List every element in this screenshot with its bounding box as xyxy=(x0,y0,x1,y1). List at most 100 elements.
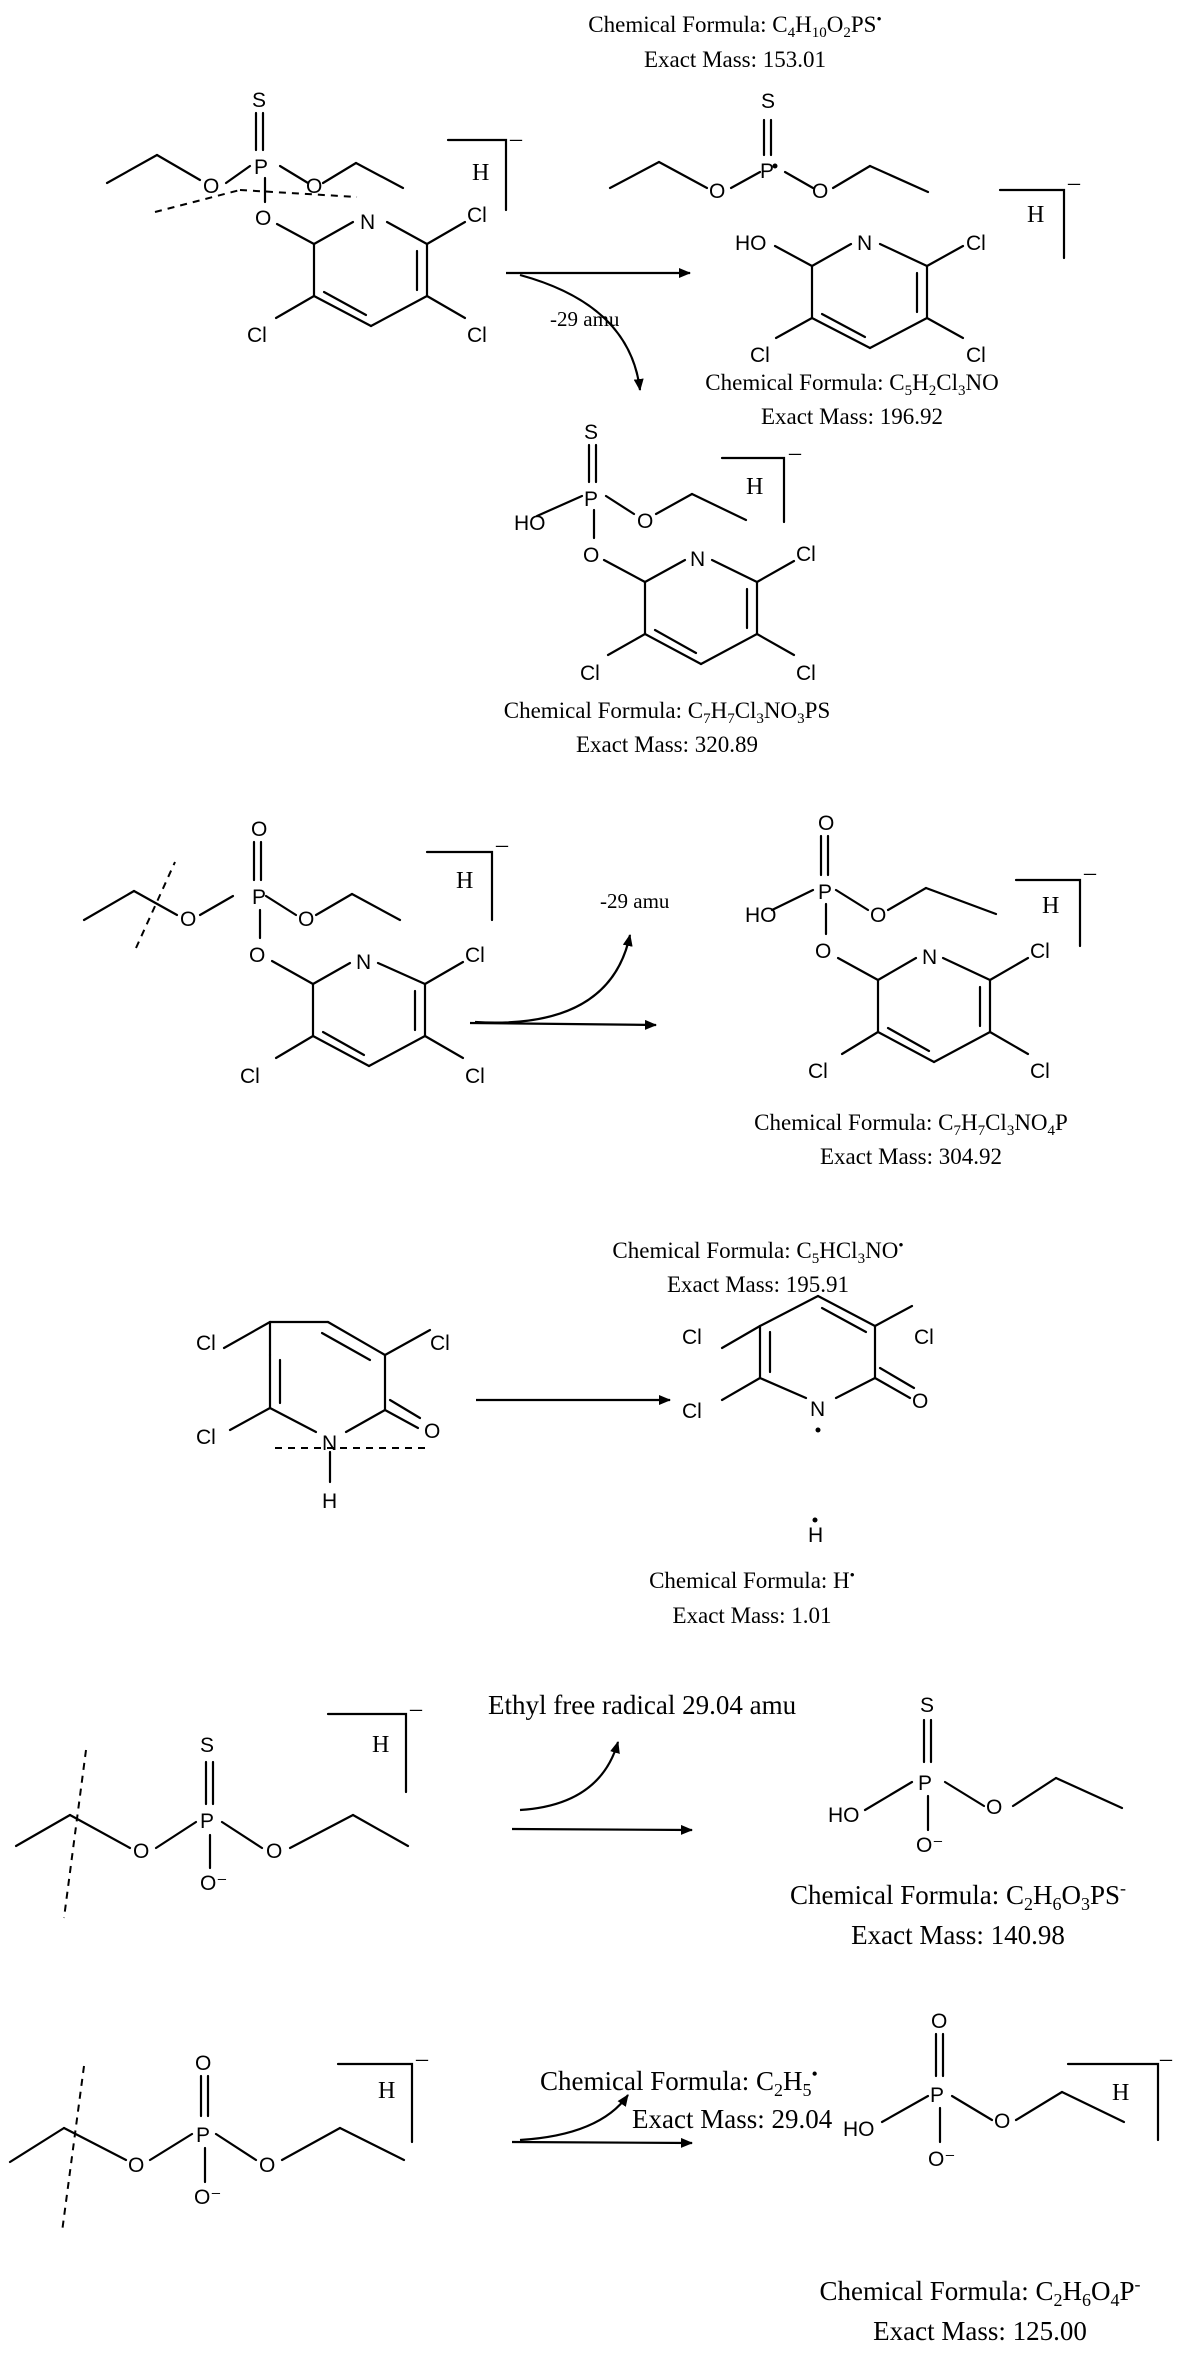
loss-mass: Exact Mass: 29.04 xyxy=(632,2104,833,2134)
atom-label: Cl xyxy=(465,1065,485,1088)
scheme-3: Chemical Formula: C5HCl3NO• Exact Mass: … xyxy=(196,1238,934,1628)
atom-label: O xyxy=(812,180,828,203)
loss-arrow xyxy=(519,2094,629,2142)
atom-label: Cl xyxy=(750,344,770,367)
atom-label: P xyxy=(196,2124,210,2147)
atom-label: Cl xyxy=(966,344,986,367)
atom-label: O xyxy=(195,2052,211,2075)
atom-label: Cl xyxy=(1030,940,1050,963)
atom-label: HO xyxy=(745,904,777,927)
scheme-1: Chemical Formula: C4H10O2PS• Exact Mass:… xyxy=(105,12,1081,757)
pyridinone-molecule: Cl Cl Cl N O H xyxy=(196,1320,450,1513)
product-mass: Exact Mass: 320.89 xyxy=(576,732,758,757)
atom-label: O xyxy=(203,175,219,198)
atom-label: N xyxy=(360,211,375,234)
svg-text:H: H xyxy=(378,2078,395,2104)
fragment-formula: Chemical Formula: C4H10O2PS• xyxy=(588,12,881,41)
atom-label: Cl xyxy=(808,1060,828,1083)
product-mass: Exact Mass: 125.00 xyxy=(873,2316,1087,2346)
svg-text:H: H xyxy=(1042,893,1059,919)
chlorpyrifos-molecule: S P O O O N Cl Cl Cl xyxy=(105,89,487,347)
diethyl-thiophosphate-anion: S P O O O⁻ xyxy=(14,1734,410,1919)
atom-label: O xyxy=(133,1840,149,1863)
pyridinol-formula: Chemical Formula: C5H2Cl3NO xyxy=(705,370,998,399)
atom-label: S xyxy=(584,421,598,444)
svg-text:–: – xyxy=(415,2046,429,2072)
atom-label: H xyxy=(322,1490,337,1513)
atom-label: S xyxy=(920,1694,934,1717)
desethyl-oxon-molecule: O P HO O O N Cl Cl Cl xyxy=(745,812,1050,1083)
svg-text:H: H xyxy=(456,868,473,894)
atom-label: P xyxy=(254,156,268,179)
atom-label: Cl xyxy=(467,324,487,347)
atom-label: Cl xyxy=(430,1332,450,1355)
atom-label: Cl xyxy=(966,232,986,255)
fragment-formula: Chemical Formula: C5HCl3NO• xyxy=(612,1238,903,1267)
loss-arrow xyxy=(519,1741,620,1812)
product-mass: Exact Mass: 304.92 xyxy=(820,1144,1002,1169)
atom-label: Cl xyxy=(196,1332,216,1355)
atom-label: Cl xyxy=(580,662,600,685)
atom-label: O⁻ xyxy=(916,1834,943,1857)
anion-bracket: H – xyxy=(1014,860,1097,948)
atom-label: HO xyxy=(828,1804,860,1827)
atom-label: N xyxy=(690,548,705,571)
atom-label: O xyxy=(994,2110,1010,2133)
trichloropyridinol-molecule: HO N Cl Cl Cl xyxy=(735,232,986,367)
atom-label: N xyxy=(322,1432,337,1455)
atom-label: P xyxy=(818,881,832,904)
atom-label: O xyxy=(251,818,267,841)
atom-label: O xyxy=(424,1420,440,1443)
anion-bracket: H – xyxy=(425,832,509,922)
atom-label: Cl xyxy=(914,1326,934,1349)
atom-label: O xyxy=(815,940,831,963)
atom-label: S xyxy=(761,90,775,113)
h-formula: Chemical Formula: H• xyxy=(649,1568,855,1593)
diethyl-phosphate-anion: O P O O O⁻ xyxy=(8,2052,406,2233)
atom-label: HO xyxy=(514,512,546,535)
atom-label: O xyxy=(912,1390,928,1413)
svg-text:–: – xyxy=(509,126,523,152)
svg-text:–: – xyxy=(1083,860,1097,886)
atom-label: Cl xyxy=(1030,1060,1050,1083)
scheme-4: S P O O O⁻ H – Ethyl free radical 29.04 … xyxy=(14,1690,1126,1950)
atom-label: O⁻ xyxy=(928,2148,955,2171)
atom-label: Cl xyxy=(247,324,267,347)
atom-label: O xyxy=(306,175,322,198)
atom-label: Cl xyxy=(796,662,816,685)
svg-text:H: H xyxy=(1112,2080,1129,2106)
fragment-mass: Exact Mass: 195.91 xyxy=(667,1272,849,1297)
atom-label: O xyxy=(259,2154,275,2177)
atom-label: O xyxy=(249,944,265,967)
loss-arrow xyxy=(474,934,633,1024)
atom-label: O xyxy=(818,812,834,835)
atom-label: O xyxy=(931,2010,947,2033)
atom-label: P xyxy=(918,1772,932,1795)
atom-label: O⁻ xyxy=(200,1872,227,1895)
atom-label: S xyxy=(252,89,266,112)
atom-label: Cl xyxy=(467,204,487,227)
product-formula: Chemical Formula: C2H6O4P- xyxy=(819,2274,1140,2310)
svg-text:H: H xyxy=(746,474,763,500)
loss-label: -29 amu xyxy=(550,307,620,331)
loss-label: -29 amu xyxy=(600,889,670,913)
product-formula: Chemical Formula: C2H6O3PS- xyxy=(790,1878,1126,1914)
anion-bracket: H – xyxy=(336,2046,429,2144)
atom-label: O⁻ xyxy=(194,2186,221,2209)
atom-label: Cl xyxy=(465,944,485,967)
svg-text:–: – xyxy=(1067,170,1081,196)
atom-label: P xyxy=(200,1810,214,1833)
svg-text:–: – xyxy=(788,440,802,466)
atom-label: P xyxy=(930,2084,944,2107)
svg-text:H: H xyxy=(1027,202,1044,228)
svg-text:–: – xyxy=(409,1696,423,1722)
pyridinol-mass: Exact Mass: 196.92 xyxy=(761,404,943,429)
anion-bracket: H – xyxy=(326,1696,423,1794)
atom-label: O xyxy=(266,1840,282,1863)
scheme-2: O P O O O N Cl Cl Cl H – -29 amu xyxy=(82,812,1097,1169)
atom-label: O xyxy=(709,180,725,203)
anion-bracket: H – xyxy=(998,170,1081,260)
atom-label: S xyxy=(200,1734,214,1757)
anion-bracket: H – xyxy=(720,440,802,524)
